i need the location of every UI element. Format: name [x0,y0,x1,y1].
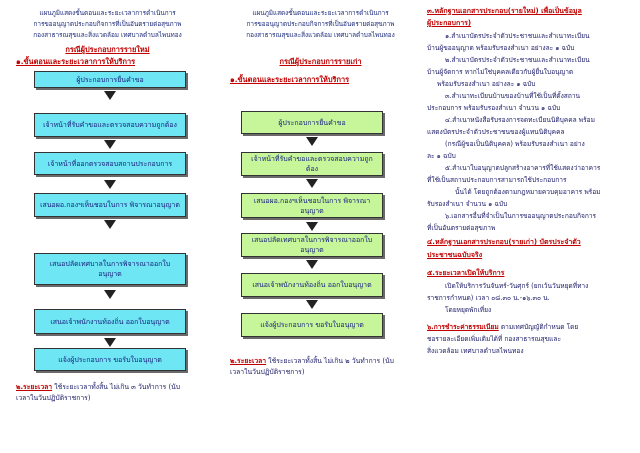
duration-line-1: ใช้ระยะเวลาทั้งสิ้น ไม่เกิน ๒ วันทำการ (… [266,357,394,365]
step-box-5: เสนอปลัดเทศบาลในการพิจารณาออกใบอนุญาต [34,253,186,285]
doc-line: ๔.สำเนาหนังสือรับรองการจดทะเบียนนิติบุคค… [445,116,595,124]
fee-line-3: สิ่งแวดล้อม เทศบาลตำบลไพนทอง [427,347,524,355]
section-heading: ๑.ขั้นตอนและระยะเวลาการให้บริการ [16,57,136,66]
doc-line: ๕.สำเนาใบอนุญาตปลูกสร้างอาคารที่ใช้แสดงว… [445,164,601,172]
doc-line: ๓.สำเนาทะเบียนบ้านของบ้านที่ใช้เป็นที่ตั… [445,92,581,100]
duration-line-2: เวลาในวันปฏิบัติราชการ) [16,394,91,402]
subtitle: กรณีผู้ประกอบการรายเก่า [279,57,362,66]
header-line-2: การขออนุญาตประกอบกิจการที่เป็นอันตรายต่อ… [246,20,395,28]
step-box-3: เจ้าหน้าที่ออกตรวจสอบสถานประกอบการ [34,152,186,175]
section-heading: ๑.ขั้นตอนและระยะเวลาการให้บริการ [230,75,350,84]
hours-line: ราชการกำหนด) เวลา ๐๘.๓๐ น.-๑๖.๓๐ น. [427,294,550,302]
doc-line: นั้นได้ โดยถูกต้องตามกฎหมายควบคุมอาคาร พ… [455,188,601,196]
hours-line: เปิดให้บริการวันจันทร์-วันศุกร์ (ยกเว้นว… [445,282,589,290]
down-arrow-icon [104,220,116,229]
step-box-4: เสนอผอ.กองฯเห็นชอบในการ พิจารณาอนุญาต [34,193,186,217]
down-arrow-icon [104,338,116,347]
doc-line: รับรองสำเนา จำนวน ๑ ฉบับ [427,200,508,208]
doc-line: ๖.เอกสารอื่นที่จำเป็นในการขออนุญาตประกอบ… [445,212,597,220]
doc-line: ละ ๑ ฉบับ [427,152,456,160]
step-box-7: แจ้งผู้ประกอบการ ขอรับใบอนุญาต [34,348,186,371]
down-arrow-icon [306,137,318,146]
section-3-heading-2: ผู้ประกอบการ) [427,19,472,27]
step-box-2: เจ้าหน้าที่รับคำขอและตรวจสอบความถูกต้อง [34,113,186,137]
duration-label: ๒.ระยะเวลา [16,383,53,391]
duration-line-1: ใช้ระยะเวลาทั้งสิ้น ไม่เกิน ๓ วันทำการ (… [52,383,181,391]
section-4-heading-2: ประชาชนฉบับจริง [427,251,483,259]
step-box-3: เสนอผอ.กองฯเห็นชอบในการ พิจารณาอนุญาต [241,193,383,218]
step-box-1: ผู้ประกอบการยื่นคำขอ [34,71,186,88]
subtitle: กรณีผู้ประกอบการรายใหม่ [65,45,150,54]
header-line-3: กองสาธารณสุขและสิ่งแวดล้อม เทศบาลตำบลไพน… [246,31,395,39]
header-line-1: แผนภูมิแสดงขั้นตอนและระยะเวลาการดำเนินกา… [39,9,176,17]
down-arrow-icon [306,179,318,188]
doc-line: (กรณีผู้ขอเป็นนิติบุคคล) พร้อมรับรองสำเน… [445,140,585,148]
doc-line: ๑.สำเนาบัตรประจำตัวประชาชนและสำเนาทะเบีย… [445,32,590,40]
down-arrow-icon [306,300,318,309]
doc-line: ที่ใช้เป็นสถานประกอบการสามารถใช้ประกอบกา… [427,176,567,184]
flowchart-existing-operators: แผนภูมิแสดงขั้นตอนและระยะเวลาการดำเนินกา… [218,0,423,453]
step-box-6: เสนอเจ้าพนักงานท้องถิ่น ออกใบอนุญาต [34,309,186,334]
down-arrow-icon [104,290,116,299]
header-line-1: แผนภูมิแสดงขั้นตอนและระยะเวลาการดำเนินกา… [252,9,389,17]
section-3-heading-1: ๓.หลักฐานเอกสารประกอบ(รายใหม่) เพื่อเป็น… [427,7,582,15]
doc-line: แสดงบัตรประจำตัวประชาชนของผู้แทนนิติบุคค… [427,128,565,136]
hours-line: โดยหยุดพักเที่ยง [445,306,492,314]
section-4-heading-1: ๔.หลักฐานเอกสารประกอบ(รายเก่า) บัตรประจำ… [427,238,581,246]
fee-text-1: ตามเทศบัญญัติกำหนด โดย [498,323,579,331]
flowchart-new-operators: แผนภูมิแสดงขั้นตอนและระยะเวลาการดำเนินกา… [0,0,215,453]
header-line-3: กองสาธารณสุขและสิ่งแวดล้อม เทศบาลตำบลไพน… [33,31,182,39]
down-arrow-icon [104,91,116,100]
duration-text: ๒.ระยะเวลา ใช้ระยะเวลาทั้งสิ้น ไม่เกิน ๓… [16,382,212,404]
down-arrow-icon [104,140,116,149]
duration-text: ๒.ระยะเวลา ใช้ระยะเวลาทั้งสิ้น ไม่เกิน ๒… [230,356,422,378]
down-arrow-icon [306,260,318,269]
doc-line: พร้อมรับรองสำเนา อย่างละ ๑ ฉบับ [437,80,536,88]
fee-line-1: ๖.การชำระค่าธรรมเนียม ตามเทศบัญญัติกำหนด… [427,322,637,334]
down-arrow-icon [306,222,318,231]
down-arrow-icon [104,180,116,189]
requirements-column: ๓.หลักฐานเอกสารประกอบ(รายใหม่) เพื่อเป็น… [425,0,637,453]
header-line-2: การขออนุญาตประกอบกิจการที่เป็นอันตรายต่อ… [33,20,182,28]
doc-line: บ้านผู้ขออนุญาต พร้อมรับรองสำเนา อย่างละ… [427,44,575,52]
doc-line: บ้านผู้จัดการ หากไม่ใช่บุคคลเดียวกับผู้ย… [427,68,574,76]
step-box-5: เสนอเจ้าพนักงานท้องถิ่น ออกใบอนุญาต [241,273,383,297]
step-box-6: แจ้งผู้ประกอบการ ขอรับใบอนุญาต [241,313,383,337]
doc-line: ที่เป็นอันตรายต่อสุขภาพ [427,224,496,232]
step-box-4: เสนอปลัดเทศบาลในการพิจารณาออกใบอนุญาต [241,233,383,257]
doc-line: ๒.สำเนาบัตรประจำตัวประชาชนและสำเนาทะเบีย… [445,56,590,64]
section-5-heading: ๕.ระยะเวลาเปิดให้บริการ [427,269,505,277]
fee-line-2: ชอรายละเอียดเพิ่มเติมได้ที่ กองสาธารณสุข… [427,335,562,343]
section-6-heading: ๖.การชำระค่าธรรมเนียม [427,323,499,331]
duration-label: ๒.ระยะเวลา [230,357,267,365]
duration-line-2: เวลาในวันปฏิบัติราชการ) [230,368,305,376]
doc-line: ประกอบการ พร้อมรับรองสำเนา จำนวน ๑ ฉบับ [427,104,561,112]
step-box-2: เจ้าหน้าที่รับคำขอและตรวจสอบความถูกต้อง [241,152,383,176]
step-box-1: ผู้ประกอบการยื่นคำขอ [241,111,383,134]
